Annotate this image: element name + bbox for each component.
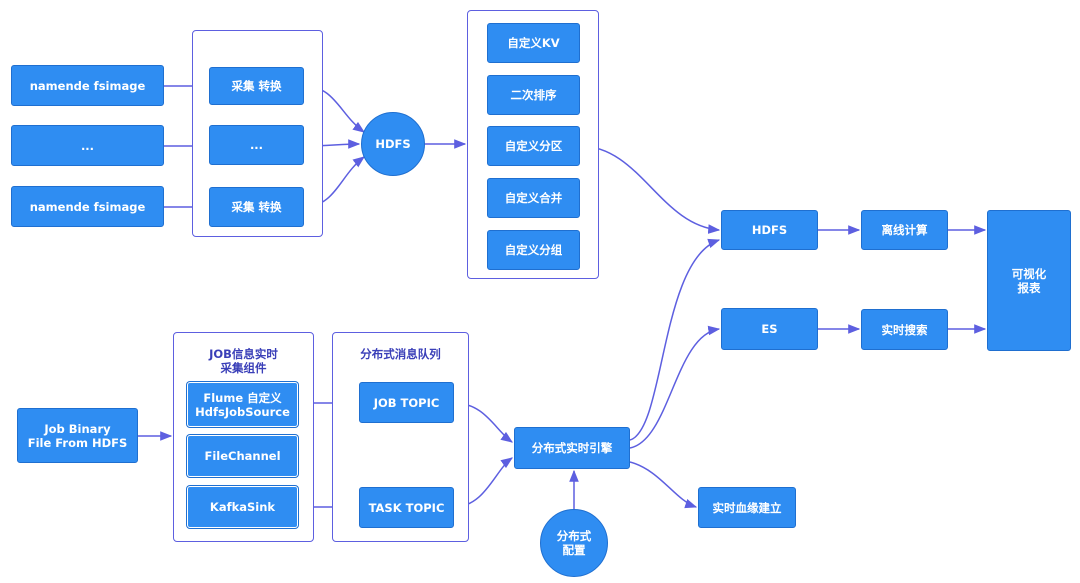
dist-config-node[interactable]: 分布式 配置 [540, 509, 608, 577]
offline-compute-node[interactable]: 离线计算 [861, 210, 948, 250]
realtime-search-node[interactable]: 实时搜索 [861, 309, 948, 350]
file-channel-node[interactable]: FileChannel [187, 435, 298, 477]
es-node[interactable]: ES [721, 308, 818, 350]
hdfs-box-node[interactable]: HDFS [721, 210, 818, 250]
edge-custom-partition-to-hdfs-box [579, 145, 721, 234]
custom-partition-node[interactable]: 自定义分区 [487, 126, 580, 166]
kafka-sink-node[interactable]: KafkaSink [187, 486, 298, 528]
flume-source-node[interactable]: Flume 自定义 HdfsJobSource [187, 382, 298, 427]
task-topic-node[interactable]: TASK TOPIC [359, 487, 454, 528]
edge-realtime-engine-to-lineage [629, 461, 698, 509]
edge-realtime-engine-to-hdfs-box [629, 238, 721, 441]
visual-report-node[interactable]: 可视化 报表 [987, 210, 1071, 351]
job-collect-group-title: JOB信息实时 采集组件 [209, 347, 278, 375]
secondary-sort-node[interactable]: 二次排序 [487, 75, 580, 115]
hdfs-circle-node[interactable]: HDFS [361, 112, 425, 176]
convert-node-2[interactable]: 采集 转换 [209, 187, 304, 227]
fsimage-node-2[interactable]: namende fsimage [11, 186, 164, 227]
fsimage-node-1[interactable]: namende fsimage [11, 65, 164, 106]
custom-merge-node[interactable]: 自定义合并 [487, 178, 580, 218]
lineage-node[interactable]: 实时血缘建立 [698, 487, 796, 528]
job-binary-node[interactable]: Job Binary File From HDFS [17, 408, 138, 463]
custom-kv-node[interactable]: 自定义KV [487, 23, 580, 63]
ellipsis-mid-node[interactable]: ... [209, 125, 304, 165]
convert-node-1[interactable]: 采集 转换 [209, 67, 304, 105]
ellipsis-source-node[interactable]: ... [11, 125, 164, 166]
mq-group-title: 分布式消息队列 [360, 347, 441, 361]
job-topic-node[interactable]: JOB TOPIC [359, 382, 454, 423]
custom-group-node[interactable]: 自定义分组 [487, 230, 580, 270]
edge-realtime-engine-to-es [629, 325, 721, 449]
realtime-engine-node[interactable]: 分布式实时引擎 [514, 427, 630, 469]
